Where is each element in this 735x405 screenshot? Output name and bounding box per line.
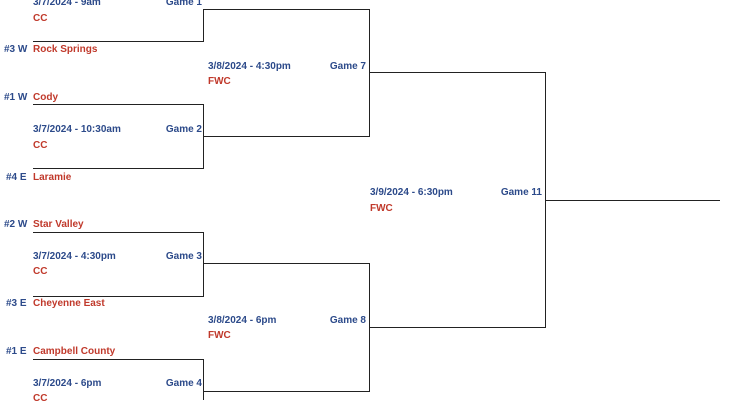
game-1-right-line (203, 9, 204, 42)
champion-line (546, 200, 720, 201)
game-2-top-team: Cody (33, 92, 58, 103)
game-11-date: 3/9/2024 - 6:30pm (370, 187, 453, 198)
game-1-venue: CC (33, 13, 48, 24)
game-8-bottom-line (204, 391, 370, 392)
game-7-label: Game 7 (329, 61, 366, 72)
game-4-top-line (33, 359, 204, 360)
game-7-right-line (369, 9, 370, 137)
game-3-top-team: Star Valley (33, 219, 84, 230)
game-1-bottom-line (33, 41, 204, 42)
game-7-top-line (204, 9, 370, 10)
game-2-bottom-team: Laramie (33, 172, 72, 183)
game-7-date: 3/8/2024 - 4:30pm (208, 61, 291, 72)
game-3-top-seed: #2 W (4, 219, 28, 230)
game-4-right-line (203, 359, 204, 400)
game-1-date: 3/7/2024 - 9am (33, 0, 101, 8)
game-4-label: Game 4 (165, 378, 202, 389)
game-3-bottom-seed: #3 E (6, 298, 27, 309)
game-3-label: Game 3 (165, 251, 202, 262)
game-11-right-line (545, 72, 546, 328)
game-7-venue: FWC (208, 76, 231, 87)
game-11-venue: FWC (370, 203, 393, 214)
game-3-date: 3/7/2024 - 4:30pm (33, 251, 116, 262)
game-8-top-line (204, 263, 370, 264)
game-2-label: Game 2 (165, 124, 202, 135)
game-1-bottom-seed: #3 W (4, 44, 28, 55)
game-8-venue: FWC (208, 330, 231, 341)
game-4-venue: CC (33, 393, 48, 404)
game-3-bottom-line (33, 296, 204, 297)
game-3-bottom-team: Cheyenne East (33, 298, 105, 309)
game-4-top-team: Campbell County (33, 346, 116, 357)
game-11-top-line (370, 72, 546, 73)
game-2-top-line (33, 104, 204, 105)
game-2-venue: CC (33, 140, 48, 151)
game-2-bottom-line (33, 168, 204, 169)
game-4-top-seed: #1 E (6, 346, 27, 357)
game-1-label: Game 1 (165, 0, 202, 8)
game-11-bottom-line (370, 327, 546, 328)
game-11-label: Game 11 (500, 187, 542, 198)
game-3-venue: CC (33, 266, 48, 277)
game-2-bottom-seed: #4 E (6, 172, 27, 183)
game-8-right-line (369, 263, 370, 392)
game-8-date: 3/8/2024 - 6pm (208, 315, 277, 326)
game-7-bottom-line (204, 136, 370, 137)
game-2-right-line (203, 104, 204, 169)
game-3-top-line (33, 232, 204, 233)
game-8-label: Game 8 (329, 315, 366, 326)
game-2-date: 3/7/2024 - 10:30am (33, 124, 121, 135)
game-3-right-line (203, 232, 204, 297)
game-2-top-seed: #1 W (4, 92, 28, 103)
game-4-date: 3/7/2024 - 6pm (33, 378, 102, 389)
game-1-bottom-team: Rock Springs (33, 44, 98, 55)
